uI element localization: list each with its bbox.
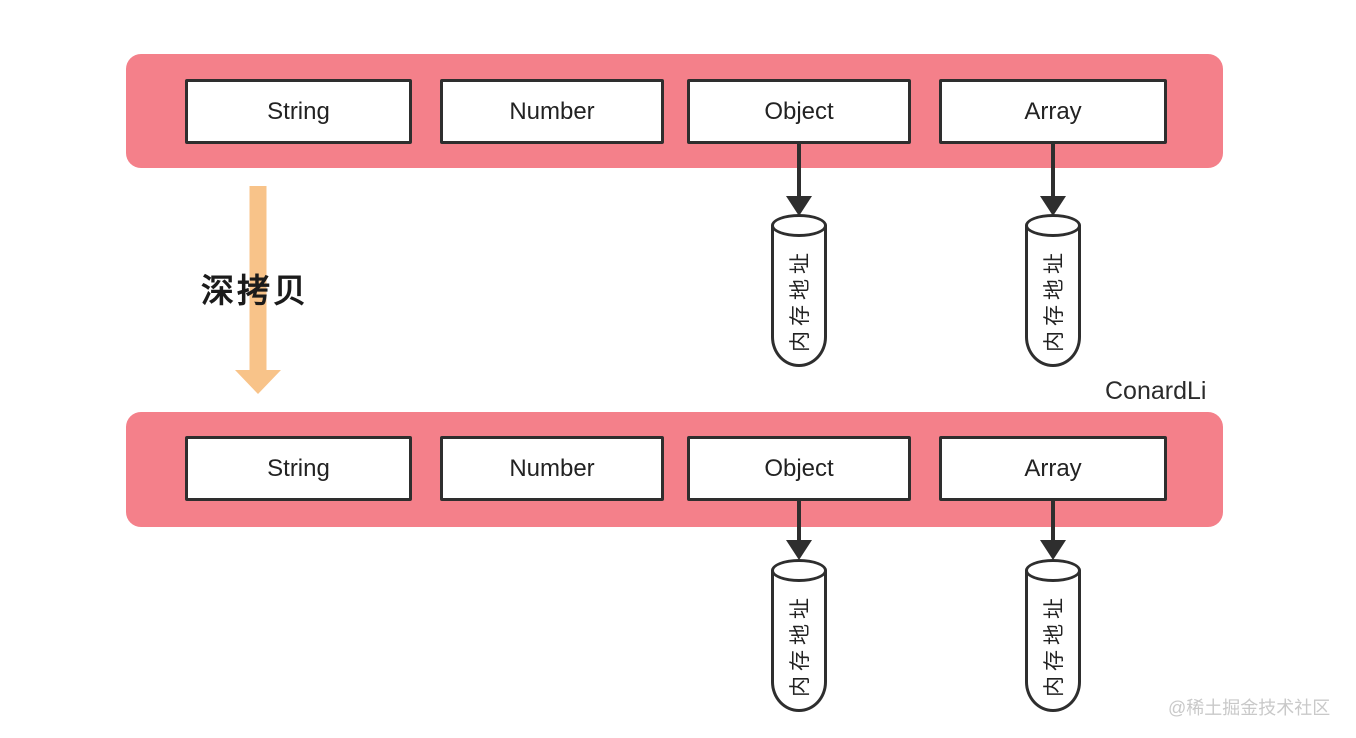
type-box-string-copy: String: [185, 436, 412, 501]
type-box-number-copy: Number: [440, 436, 664, 501]
object-pointer-arrow: [785, 498, 813, 560]
tube-body: [1025, 570, 1081, 712]
type-box-array-source: Array: [939, 79, 1167, 144]
type-box-string-source: String: [185, 79, 412, 144]
tube-body: [1025, 225, 1081, 367]
type-box-label: String: [267, 97, 330, 125]
memory-address-label: 内存地址: [789, 247, 812, 352]
memory-address-tube-array-copy: 内存地址: [1025, 559, 1081, 712]
tube-opening: [771, 214, 827, 237]
type-box-label: Number: [509, 97, 595, 125]
arrow-line: [1051, 498, 1055, 543]
memory-address-label: 内存地址: [789, 592, 812, 697]
arrow-line: [797, 498, 801, 543]
type-box-label: String: [267, 454, 330, 482]
type-box-array-copy: Array: [939, 436, 1167, 501]
type-box-label: Array: [1024, 454, 1082, 482]
deep-copy-label: 深拷贝: [201, 272, 309, 309]
memory-address-tube-object-source: 内存地址: [771, 214, 827, 367]
memory-address-label: 内存地址: [1043, 247, 1066, 352]
arrow-head-icon: [786, 540, 812, 560]
watermark: @稀土掘金技术社区: [1168, 698, 1331, 718]
type-box-object-copy: Object: [687, 436, 911, 501]
tube-opening: [771, 559, 827, 582]
memory-address-tube-object-copy: 内存地址: [771, 559, 827, 712]
object-pointer-arrow: [785, 144, 813, 216]
arrow-head-icon: [1040, 196, 1066, 216]
type-box-number-source: Number: [440, 79, 664, 144]
tube-opening: [1025, 559, 1081, 582]
array-pointer-arrow: [1039, 144, 1067, 216]
memory-address-label: 内存地址: [1043, 592, 1066, 697]
type-box-label: Array: [1024, 97, 1082, 125]
arrow-line: [1051, 144, 1055, 199]
arrow-head-icon: [235, 370, 281, 394]
deep-copy-arrow: [235, 186, 281, 394]
author-signature: ConardLi: [1105, 377, 1207, 405]
type-box-label: Object: [764, 97, 834, 125]
type-box-object-source: Object: [687, 79, 911, 144]
tube-body: [771, 570, 827, 712]
type-box-label: Number: [509, 454, 595, 482]
tube-body: [771, 225, 827, 367]
memory-address-tube-array-source: 内存地址: [1025, 214, 1081, 367]
type-box-label: Object: [764, 454, 834, 482]
arrow-head-icon: [1040, 540, 1066, 560]
arrow-line: [797, 144, 801, 199]
tube-opening: [1025, 214, 1081, 237]
arrow-head-icon: [786, 196, 812, 216]
array-pointer-arrow: [1039, 498, 1067, 560]
arrow-line: [249, 186, 267, 371]
